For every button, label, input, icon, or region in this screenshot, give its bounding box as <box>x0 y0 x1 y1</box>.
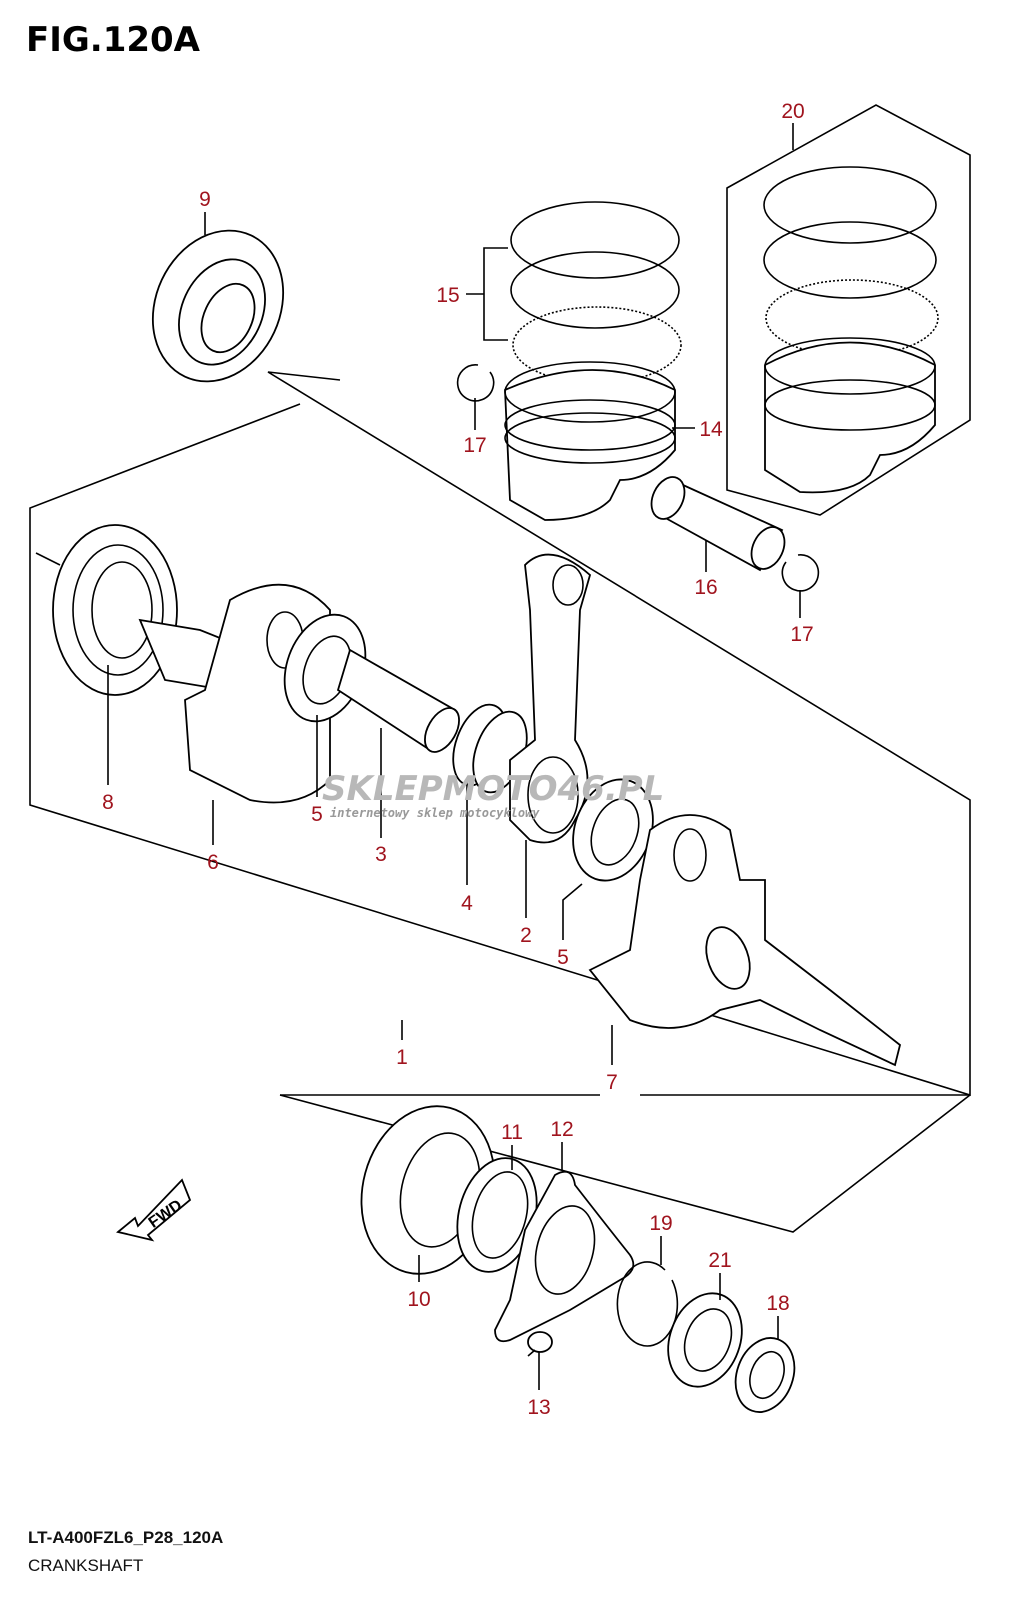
callout-20: 20 <box>781 100 804 123</box>
leader-lines <box>107 123 801 1390</box>
figure-title: FIG.120A <box>26 20 200 60</box>
callout-7: 7 <box>606 1071 618 1094</box>
watermark: SKLEPMOTO46.PL internetowy sklep motocyk… <box>322 769 664 820</box>
piston-pin-16 <box>650 476 786 572</box>
watermark-brand: SKLEPMOTO46.PL <box>322 769 664 809</box>
piston-kit-frame <box>726 104 971 516</box>
figure-code: LT-A400FZL6_P28_120A <box>28 1528 224 1547</box>
callout-10: 10 <box>407 1288 430 1311</box>
crank-web-7 <box>588 814 902 1067</box>
callout-17: 17 <box>463 434 486 457</box>
crank-pin-3 <box>336 648 460 753</box>
callout-11: 11 <box>501 1121 523 1144</box>
crank-web-6 <box>138 583 331 804</box>
callout-5: 5 <box>557 946 569 969</box>
bearing-9 <box>151 229 285 383</box>
screw-13 <box>527 1331 553 1357</box>
callout-5: 5 <box>311 803 323 826</box>
callout-14: 14 <box>699 418 723 441</box>
callout-16: 16 <box>694 576 717 599</box>
callout-17: 17 <box>790 623 813 646</box>
callout-3: 3 <box>375 843 387 866</box>
callout-8: 8 <box>102 791 114 814</box>
callout-6: 6 <box>207 851 219 874</box>
callout-2: 2 <box>520 924 532 947</box>
piston-14 <box>504 361 676 521</box>
callout-13: 13 <box>527 1396 550 1419</box>
fwd-arrow: FWD <box>116 1178 192 1242</box>
callout-9: 9 <box>199 188 211 211</box>
connecting-rod-2 <box>509 553 592 844</box>
callout-18: 18 <box>766 1292 789 1315</box>
callout-12: 12 <box>550 1118 573 1141</box>
bearing-21 <box>667 1292 743 1388</box>
callout-1: 1 <box>396 1046 408 1069</box>
figure-name: CRANKSHAFT <box>28 1556 144 1575</box>
circlip-17 <box>456 364 495 402</box>
piston-kit-20 <box>763 166 939 494</box>
circlip-17 <box>781 554 820 592</box>
callout-21: 21 <box>708 1249 731 1272</box>
watermark-tagline: internetowy sklep motocyklowy <box>330 806 540 820</box>
gear-8 <box>52 524 178 696</box>
frame-line <box>35 552 61 566</box>
circlip-19 <box>616 1261 679 1347</box>
seal-11 <box>456 1157 538 1273</box>
callout-19: 19 <box>649 1212 672 1235</box>
piston-rings-15 <box>510 201 682 384</box>
callout-4: 4 <box>461 892 473 915</box>
retainer-plate-12 <box>494 1170 635 1343</box>
callout-15: 15 <box>436 284 459 307</box>
